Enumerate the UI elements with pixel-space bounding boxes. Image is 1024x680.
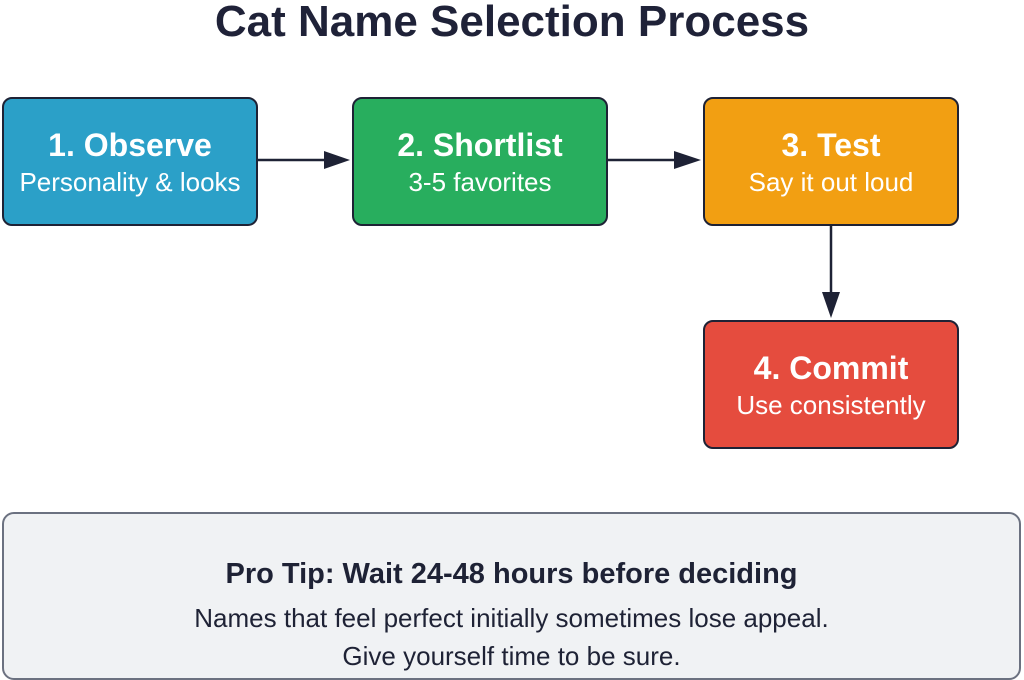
step-shortlist: 2. Shortlist 3-5 favorites (352, 97, 608, 226)
step-test-title: 3. Test (781, 126, 881, 163)
step-commit-title: 4. Commit (753, 349, 909, 386)
pro-tip-line: Names that feel perfect initially someti… (194, 603, 829, 633)
step-shortlist-description: 3-5 favorites (408, 166, 552, 197)
step-observe-description: Personality & looks (19, 166, 241, 197)
diagram-title: Cat Name Selection Process (214, 0, 810, 46)
step-observe-title: 1. Observe (48, 126, 212, 163)
arrowhead-observe-to-shortlist (324, 151, 350, 169)
step-observe: 1. Observe Personality & looks (2, 97, 258, 226)
pro-tip-box: Pro Tip: Wait 24-48 hours before decidin… (2, 512, 1021, 680)
step-test-description: Say it out loud (748, 166, 914, 197)
step-shortlist-title: 2. Shortlist (397, 126, 563, 163)
step-test: 3. Test Say it out loud (703, 97, 959, 226)
arrowhead-shortlist-to-test (674, 151, 701, 169)
pro-tip-heading: Pro Tip: Wait 24-48 hours before decidin… (225, 558, 798, 590)
step-commit: 4. Commit Use consistently (703, 320, 959, 449)
pro-tip-line: Give yourself time to be sure. (342, 641, 681, 671)
step-commit-description: Use consistently (736, 389, 926, 420)
arrowhead-test-to-commit (822, 292, 840, 318)
